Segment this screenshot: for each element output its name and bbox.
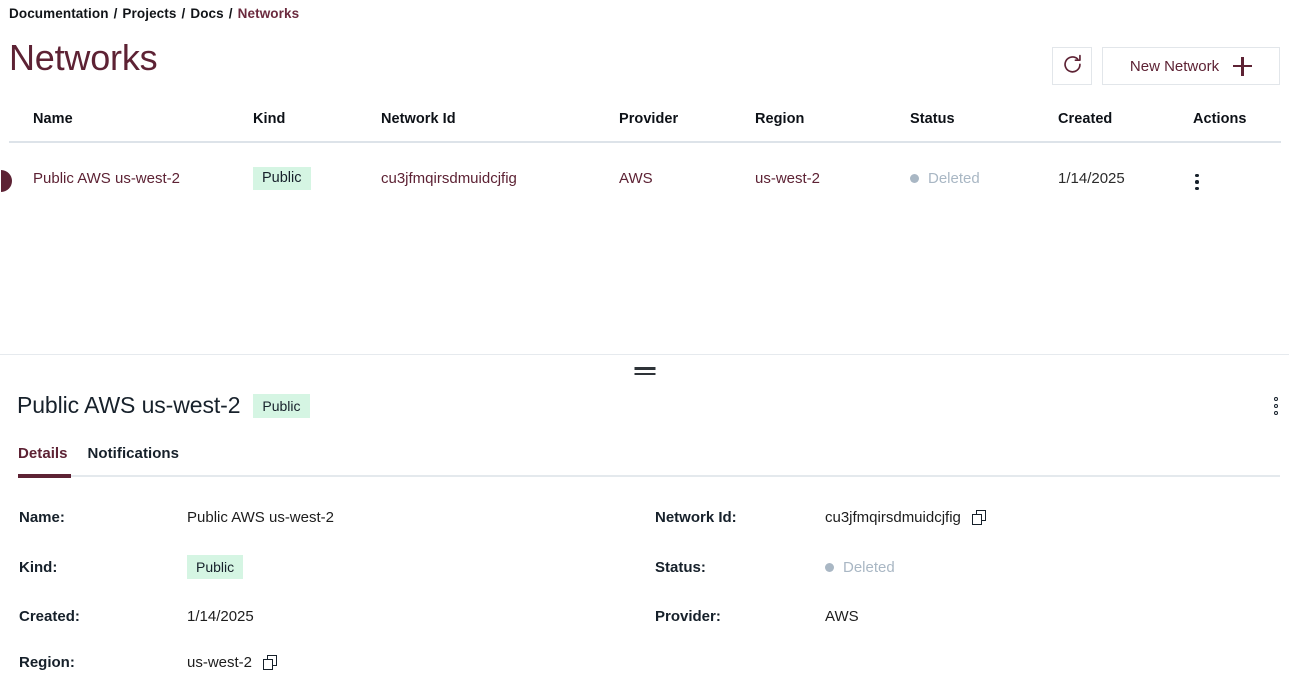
field-value-name: Public AWS us-west-2: [187, 509, 334, 526]
field-value-network-id: cu3jfmqirsdmuidcjfig: [825, 509, 1280, 526]
detail-status-dot-icon: [825, 562, 834, 572]
kind-badge: Public: [253, 166, 311, 191]
panel-splitter[interactable]: [0, 354, 1289, 386]
column-header-network-id[interactable]: Network Id: [381, 95, 619, 143]
active-tab-indicator: [18, 474, 71, 478]
breadcrumb-item-docs[interactable]: Docs: [190, 6, 224, 21]
field-value-region-text: us-west-2: [187, 654, 253, 671]
tabs-underline: [18, 474, 1280, 478]
column-header-provider[interactable]: Provider: [619, 95, 755, 143]
status-text: Deleted: [928, 170, 980, 187]
table-header: Name Kind Network Id Provider Region Sta…: [9, 95, 1281, 143]
copy-region-icon[interactable]: [263, 655, 278, 670]
detail-title-group: Public AWS us-west-2 Public: [17, 392, 310, 419]
new-network-label: New Network: [1129, 57, 1220, 75]
cell-provider: AWS: [619, 170, 653, 187]
page-header: Networks New Network: [0, 21, 1289, 95]
detail-panel: Public AWS us-west-2 Public Details Noti…: [0, 386, 1289, 671]
cell-status: Deleted: [910, 142, 1058, 214]
refresh-icon: [1062, 53, 1083, 79]
field-label-network-id: Network Id:: [655, 509, 737, 526]
breadcrumb: Documentation / Projects / Docs / Networ…: [0, 0, 1289, 21]
field-label-created: Created:: [19, 608, 80, 625]
tab-notifications[interactable]: Notifications: [87, 445, 180, 462]
field-value-created: 1/14/2025: [187, 608, 254, 625]
page-title: Networks: [9, 37, 158, 78]
field-value-status: Deleted: [825, 559, 1280, 576]
field-label-status: Status:: [655, 558, 706, 576]
column-header-status[interactable]: Status: [910, 95, 1058, 143]
plus-icon: [1233, 56, 1253, 76]
breadcrumb-item-documentation[interactable]: Documentation: [9, 6, 109, 21]
status-badge: Deleted: [910, 170, 980, 187]
header-actions: New Network: [1052, 35, 1280, 85]
table-header-row: Name Kind Network Id Provider Region Sta…: [9, 95, 1281, 143]
column-header-name[interactable]: Name: [9, 95, 253, 143]
breadcrumb-item-networks[interactable]: Networks: [237, 6, 300, 21]
detail-fields: Name: Public AWS us-west-2 Network Id: c…: [9, 477, 1280, 671]
detail-panel-header: Public AWS us-west-2 Public: [9, 386, 1280, 419]
field-kind-badge: Public: [187, 555, 244, 579]
field-label-name: Name:: [19, 509, 65, 526]
cell-created: 1/14/2025: [1058, 170, 1125, 187]
cell-region: us-west-2: [755, 170, 821, 187]
detail-status-badge: Deleted: [825, 559, 895, 576]
breadcrumb-separator: /: [181, 6, 186, 21]
table-body: Public AWS us-west-2 Public cu3jfmqirsdm…: [1, 142, 1281, 214]
status-dot-icon: [910, 174, 919, 183]
cell-kind: Public: [253, 142, 381, 214]
field-value-region: us-west-2: [187, 654, 655, 671]
row-selected-marker: [1, 170, 12, 192]
field-value-kind: Public: [187, 555, 655, 579]
cell-name[interactable]: Public AWS us-west-2: [1, 142, 253, 214]
detail-kind-badge: Public: [253, 393, 310, 418]
refresh-button[interactable]: [1052, 47, 1092, 85]
breadcrumb-separator: /: [228, 6, 233, 21]
column-header-region[interactable]: Region: [755, 95, 910, 143]
detail-tabs: Details Notifications: [9, 419, 1280, 475]
table-row[interactable]: Public AWS us-west-2 Public cu3jfmqirsdm…: [1, 142, 1281, 214]
field-value-network-id-text: cu3jfmqirsdmuidcjfig: [825, 509, 961, 526]
networks-table: Name Kind Network Id Provider Region Sta…: [1, 95, 1281, 214]
row-actions-kebab-menu-icon[interactable]: [1193, 171, 1201, 194]
field-label-provider: Provider:: [655, 608, 721, 625]
detail-status-text: Deleted: [843, 558, 895, 576]
column-header-created[interactable]: Created: [1058, 95, 1193, 143]
cell-network-id: cu3jfmqirsdmuidcjfig: [381, 170, 517, 187]
field-label-region: Region:: [19, 654, 75, 671]
column-header-kind[interactable]: Kind: [253, 95, 381, 143]
detail-actions-kebab-menu-icon[interactable]: [1272, 394, 1280, 418]
cell-actions: [1193, 142, 1281, 214]
new-network-button[interactable]: New Network: [1102, 47, 1280, 85]
tab-details[interactable]: Details: [18, 445, 68, 462]
detail-title: Public AWS us-west-2: [17, 392, 241, 418]
field-value-provider: AWS: [825, 608, 859, 625]
breadcrumb-separator: /: [113, 6, 118, 21]
column-header-actions: Actions: [1193, 95, 1281, 143]
field-label-kind: Kind:: [19, 558, 58, 576]
cell-name-text: Public AWS us-west-2: [33, 170, 180, 187]
drag-handle-icon[interactable]: [634, 367, 655, 376]
networks-table-container: Name Kind Network Id Provider Region Sta…: [0, 95, 1289, 214]
breadcrumb-item-projects[interactable]: Projects: [122, 6, 177, 21]
copy-network-id-icon[interactable]: [971, 510, 986, 525]
